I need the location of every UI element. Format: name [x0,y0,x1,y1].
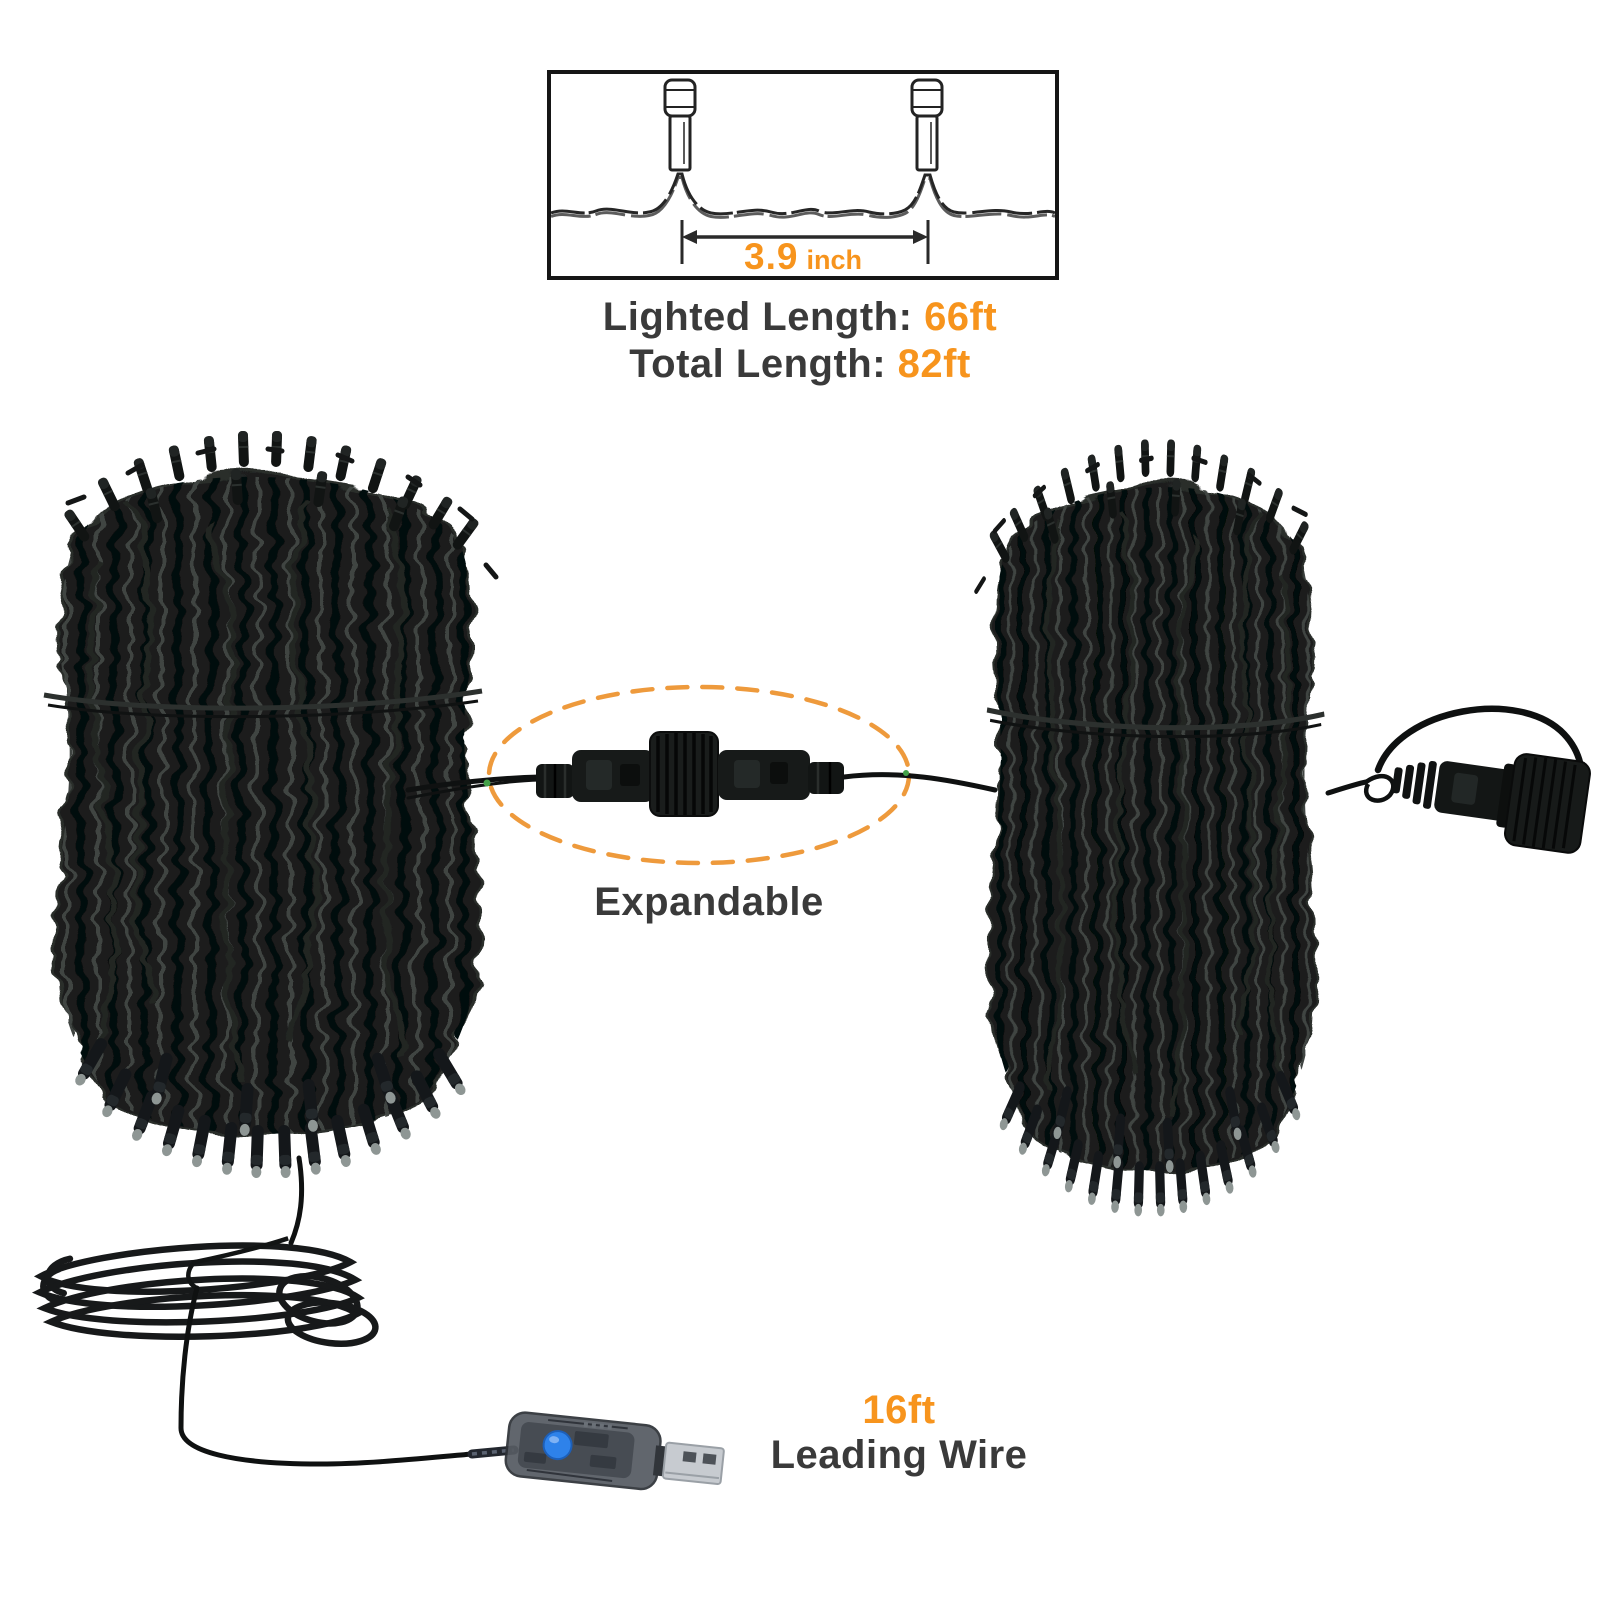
expandable-label: Expandable [594,880,824,924]
usb-controller [504,1411,725,1491]
bulb-icon [663,78,697,172]
length-specs: Lighted Length: 66ft Total Length: 82ft [520,294,1080,388]
leading-wire-value: 16ft [862,1388,936,1432]
green-mark [903,770,909,776]
leading-wire [31,1155,519,1467]
lighted-length-line: Lighted Length: 66ft [520,294,1080,341]
bulb-icon [910,78,944,172]
spacing-value: 3.9 [744,236,799,277]
measure-arrow [680,220,930,264]
bulb-spacing-sketch [551,78,1055,264]
lighted-length-label: Lighted Length: [602,295,913,339]
total-length-value: 82ft [897,342,971,386]
leading-wire-coil [31,1236,379,1347]
total-length-line: Total Length: 82ft [520,341,1080,388]
end-cap-connector [1325,705,1591,854]
light-bundle-right [976,439,1324,1216]
spacing-unit: inch [806,245,862,275]
leading-wire-label: Leading Wire [770,1433,1028,1477]
lighted-length-value: 66ft [924,295,998,339]
light-bundle-left [44,431,496,1178]
expandable-connector-icon [405,731,998,817]
green-mark [483,779,491,787]
leading-wire-callout: 16ft Leading Wire [749,1388,1049,1478]
total-length-label: Total Length: [629,342,887,386]
